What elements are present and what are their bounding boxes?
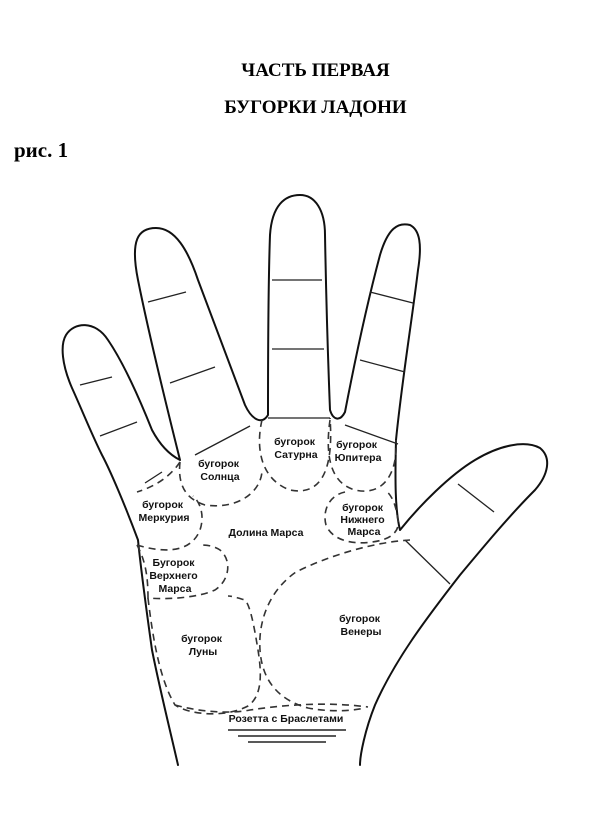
upper-mars-boundary — [136, 544, 229, 600]
sun-mount-label: бугорок Солнца — [198, 458, 242, 483]
jupiter-mount-label: бугорок Юпитера — [335, 439, 382, 464]
hand-outline — [61, 194, 549, 766]
mercury-mount-label: бугорок Меркурия — [139, 499, 190, 524]
venus-mount-boundary — [259, 539, 411, 712]
saturn-mount-label: бугорок Сатурна — [274, 436, 318, 461]
part-title: ЧАСТЬ ПЕРВАЯ — [241, 60, 390, 81]
bracelet-rosette-label: Розетта с Браслетами — [229, 713, 344, 725]
section-title: БУГОРКИ ЛАДОНИ — [224, 97, 407, 118]
upper-mars-label: Бугорок Верхнего Марса — [149, 557, 200, 595]
bracelet-lines — [228, 729, 346, 743]
sun-mount-boundary — [178, 461, 263, 507]
lower-mars-label: бугорок Нижнего Марса — [340, 502, 387, 538]
venus-mount-label: бугорок Венеры — [339, 613, 383, 638]
lower-mars-boundary — [324, 489, 399, 544]
saturn-mount-boundary — [258, 417, 332, 492]
mercury-mount-boundary — [136, 461, 203, 551]
bracelet-rosette-boundary — [174, 703, 369, 713]
finger-creases — [79, 279, 495, 585]
moon-mount-label: бугорок Луны — [181, 633, 225, 658]
moon-mount-boundary — [147, 595, 262, 715]
figure-label: рис. 1 — [14, 138, 69, 162]
jupiter-mount-boundary — [327, 419, 397, 492]
mars-valley-label: Долина Марса — [229, 527, 304, 539]
mount-boundaries — [136, 417, 411, 715]
